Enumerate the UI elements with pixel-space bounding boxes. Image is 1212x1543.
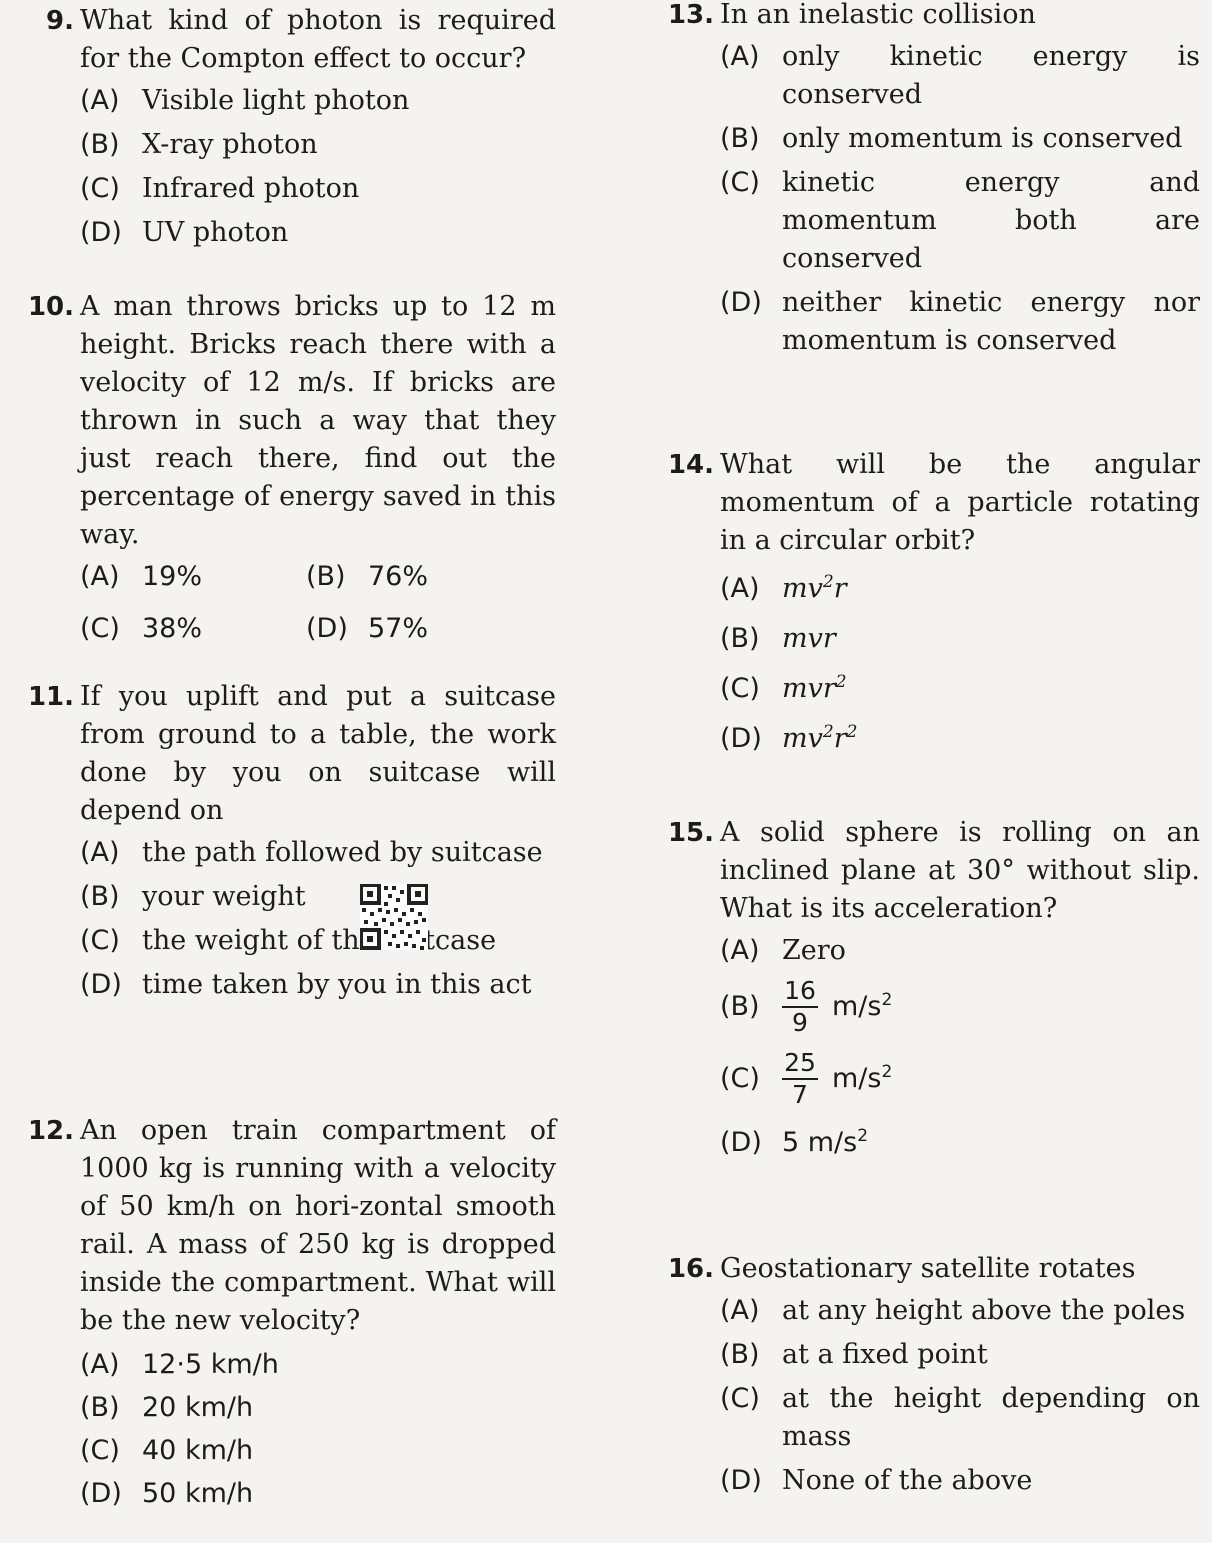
- option-b: (B)76%: [306, 561, 429, 592]
- question-10: 10. A man throws bricks up to 12 m heigh…: [8, 288, 556, 654]
- question-text: What kind of photon is required for the …: [80, 5, 556, 74]
- question-9: 9. What kind of photon is required for t…: [8, 2, 556, 258]
- question-11: 11. If you uplift and put a suitcase fro…: [8, 678, 556, 1010]
- question-text: A solid sphere is rolling on an inclined…: [720, 817, 1200, 924]
- option-c: (C)40 km/h: [80, 1435, 254, 1466]
- question-text: What will be the angular momentum of a p…: [720, 449, 1200, 556]
- question-number: 10.: [27, 292, 74, 322]
- question-number: 13.: [667, 0, 714, 30]
- option-a: (A)at any height above the poles: [720, 1295, 1186, 1326]
- option-d: (D)50 km/h: [80, 1478, 254, 1509]
- question-13: 13. In an inelastic collision (A)only ki…: [648, 0, 1200, 366]
- option-d: (D)5 m/s2: [720, 1126, 869, 1158]
- question-text: Geostationary satellite rotates: [720, 1253, 1136, 1284]
- question-number: 12.: [27, 1116, 74, 1146]
- option-a: (A)19%: [80, 561, 203, 592]
- option-b: (B)at a fixed point: [720, 1339, 988, 1370]
- option-d: (D)neither kinetic energy nor momentum i…: [720, 287, 1200, 356]
- question-text: A man throws bricks up to 12 m height. B…: [80, 291, 556, 550]
- option-b: (B)mvr: [720, 623, 836, 654]
- option-b: (B)your weight: [80, 881, 306, 912]
- option-a: (A)the path followed by suitcase: [80, 837, 543, 868]
- option-b: (B)X-ray photon: [80, 129, 318, 160]
- question-12: 12. An open train compartment of 1000 kg…: [8, 1112, 556, 1513]
- qr-code-icon: [359, 883, 429, 950]
- question-number: 14.: [667, 450, 714, 480]
- option-c: (C)mvr2: [720, 672, 847, 704]
- option-c: (C)38%: [80, 613, 203, 644]
- question-number: 9.: [46, 6, 74, 36]
- option-b: (B)only momentum is conserved: [720, 123, 1183, 154]
- option-b: (B)20 km/h: [80, 1392, 254, 1423]
- question-16: 16. Geostationary satellite rotates (A)a…: [648, 1250, 1200, 1506]
- question-text: If you uplift and put a suitcase from gr…: [80, 681, 556, 826]
- option-a: (A)only kinetic energy is conserved: [720, 41, 1200, 110]
- option-c: (C)at the height depending on mass: [720, 1383, 1200, 1452]
- option-a: (A)Zero: [720, 935, 846, 966]
- question-number: 15.: [667, 818, 714, 848]
- option-a: (A)Visible light photon: [80, 85, 410, 116]
- question-number: 11.: [27, 682, 74, 712]
- question-text: An open train compartment of 1000 kg is …: [80, 1115, 556, 1336]
- question-text: In an inelastic collision: [720, 0, 1036, 30]
- question-14: 14. What will be the angular momentum of…: [648, 446, 1200, 764]
- option-d: (D)None of the above: [720, 1465, 1033, 1496]
- option-c: (C)Infrared photon: [80, 173, 360, 204]
- option-d: (D)UV photon: [80, 217, 289, 248]
- option-c: (C)kinetic energy and momentum both are …: [720, 167, 1200, 274]
- option-d: (D)57%: [306, 613, 429, 644]
- option-c: (C)the weight of the suitcase: [80, 925, 497, 956]
- option-a: (A)12·5 km/h: [80, 1349, 279, 1380]
- option-d: (D)time taken by you in this act: [80, 969, 532, 1000]
- option-d: (D)mv2r2: [720, 722, 858, 754]
- option-a: (A)mv2r: [720, 572, 847, 604]
- question-15: 15. A solid sphere is rolling on an incl…: [648, 814, 1200, 1168]
- question-number: 16.: [667, 1254, 714, 1284]
